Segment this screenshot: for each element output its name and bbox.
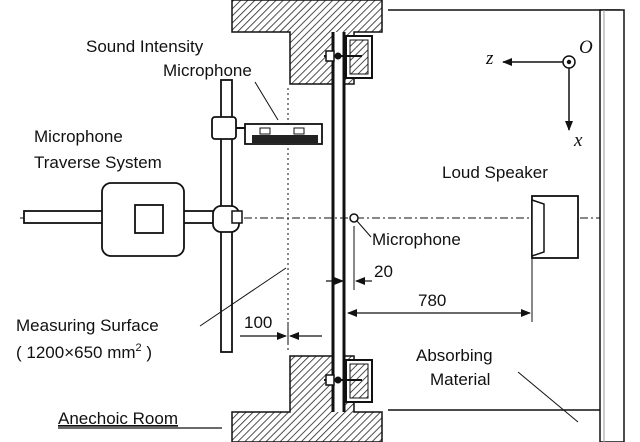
z-axis-label: z xyxy=(485,48,494,69)
x-axis-label: x xyxy=(573,130,583,151)
anechoic-room-label: Anechoic Room xyxy=(58,409,178,428)
dimension-100 xyxy=(240,322,322,344)
loud-speaker-label: Loud Speaker xyxy=(442,163,548,182)
absorbing-material-leader xyxy=(517,371,579,423)
microphone-label: Microphone xyxy=(372,230,461,249)
absorbing-label-1: Absorbing xyxy=(416,346,493,365)
sound-intensity-probe xyxy=(236,123,323,145)
upper-clamp xyxy=(324,35,373,79)
dimension-20 xyxy=(326,226,372,290)
surface-size-main: ( 1200×650 mm xyxy=(16,343,136,362)
surface-size-label: ( 1200×650 mm2 ) xyxy=(16,342,152,362)
microphone-traverse-system xyxy=(23,79,243,353)
measuring-surface-label: Measuring Surface xyxy=(16,316,159,335)
dimension-100-label: 100 xyxy=(244,313,272,332)
coordinate-axes xyxy=(502,55,576,131)
measuring-surface-leader xyxy=(199,267,287,327)
sound-intensity-label-1: Sound Intensity xyxy=(86,37,204,56)
absorbing-label-2: Material xyxy=(430,370,490,389)
traverse-label-1: Microphone xyxy=(34,127,123,146)
dimension-20-label: 20 xyxy=(374,262,393,281)
test-panel xyxy=(331,32,346,412)
point-microphone xyxy=(349,213,359,223)
sound-intensity-leader xyxy=(254,81,279,121)
dimension-780 xyxy=(347,258,533,322)
loud-speaker xyxy=(531,195,579,259)
surface-size-exponent: 2 xyxy=(136,342,142,354)
sound-intensity-label-2: Microphone xyxy=(163,61,252,80)
microphone-leader xyxy=(356,220,372,238)
absorbing-material-region xyxy=(388,9,625,442)
traverse-label-2: Traverse System xyxy=(34,153,162,172)
surface-size-close: ) xyxy=(142,343,152,362)
dimension-780-label: 780 xyxy=(418,291,446,310)
lower-clamp xyxy=(324,359,373,403)
origin-label: O xyxy=(579,37,593,58)
